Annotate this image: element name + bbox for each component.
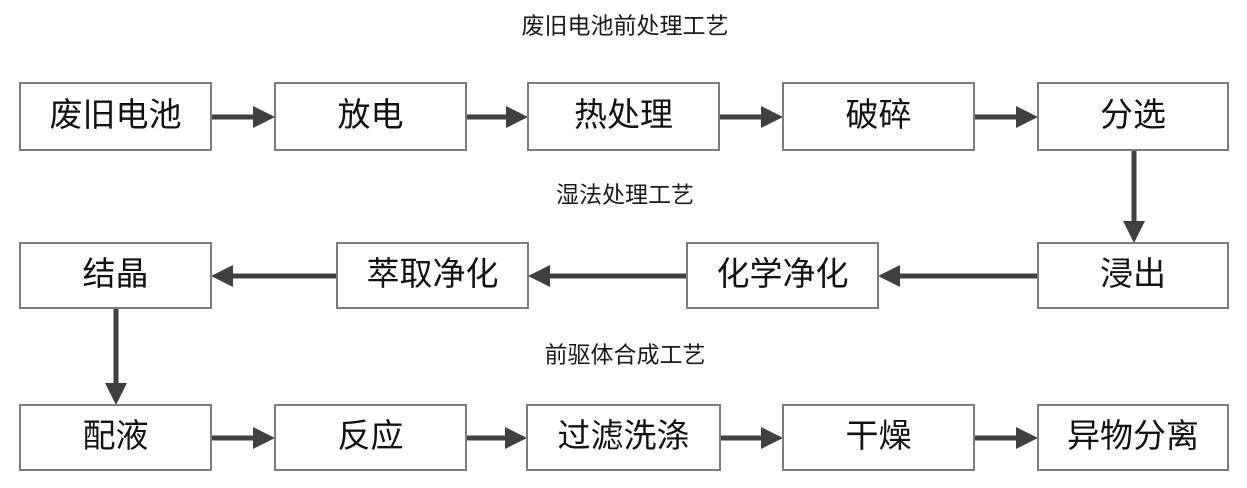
node-n11[interactable]: 反应	[274, 404, 467, 471]
node-box-n7[interactable]	[336, 242, 529, 309]
node-label-n11: 反应	[338, 418, 404, 455]
node-label-n6: 结晶	[83, 256, 149, 293]
node-n1[interactable]: 废旧电池	[19, 82, 212, 151]
section-title-pretreatment: 废旧电池前处理工艺	[522, 13, 729, 38]
node-n8[interactable]: 化学净化	[686, 242, 879, 309]
edge-n1-to-n2	[211, 106, 275, 128]
node-label-n14: 异物分离	[1067, 418, 1199, 455]
edge-n9-to-n8	[878, 265, 1038, 287]
edge-n7-to-n6	[211, 265, 337, 287]
node-box-n2[interactable]	[274, 82, 467, 151]
node-n12[interactable]: 过滤洗涤	[526, 404, 721, 471]
node-box-n4[interactable]	[782, 82, 975, 151]
node-n10[interactable]: 配液	[19, 404, 212, 471]
edge-n6-to-n10	[105, 308, 127, 405]
node-box-n1[interactable]	[19, 82, 212, 151]
edge-n10-to-n11	[211, 427, 275, 449]
edge-n4-to-n5	[974, 106, 1038, 128]
node-label-n2: 放电	[338, 97, 404, 134]
node-n4[interactable]: 破碎	[782, 82, 975, 151]
node-n13[interactable]: 干燥	[782, 404, 975, 471]
node-box-n5[interactable]	[1037, 82, 1229, 151]
node-label-n1: 废旧电池	[50, 97, 182, 134]
edge-n12-to-n13	[720, 427, 783, 449]
edges-layer	[105, 106, 1145, 449]
node-label-n4: 破碎	[846, 97, 912, 134]
node-n5[interactable]: 分选	[1037, 82, 1229, 151]
node-label-n5: 分选	[1100, 98, 1166, 134]
node-n7[interactable]: 萃取净化	[336, 242, 529, 309]
node-label-n13: 干燥	[846, 419, 912, 455]
node-box-n14[interactable]	[1037, 404, 1229, 471]
node-box-n13[interactable]	[782, 404, 975, 471]
edge-n13-to-n14	[974, 427, 1038, 449]
node-label-n8: 化学净化	[717, 256, 849, 293]
section-title-hydrometallurgy: 湿法处理工艺	[556, 182, 694, 207]
edge-n3-to-n4	[719, 106, 783, 128]
node-n9[interactable]: 浸出	[1037, 242, 1229, 309]
node-n3[interactable]: 热处理	[527, 82, 720, 151]
node-label-n3: 热处理	[574, 97, 673, 134]
node-label-n9: 浸出	[1100, 256, 1166, 293]
edge-n8-to-n7	[528, 265, 687, 287]
edge-n11-to-n12	[466, 427, 527, 449]
node-box-n12[interactable]	[526, 404, 721, 471]
edge-n5-to-n9	[1123, 150, 1145, 243]
node-label-n7: 萃取净化	[367, 256, 499, 293]
node-n2[interactable]: 放电	[274, 82, 467, 151]
edge-n2-to-n3	[466, 106, 528, 128]
node-n14[interactable]: 异物分离	[1037, 404, 1229, 471]
node-label-n10: 配液	[83, 418, 149, 455]
node-n6[interactable]: 结晶	[19, 242, 212, 309]
section-title-precursor: 前驱体合成工艺	[545, 342, 706, 367]
node-box-n6[interactable]	[19, 242, 212, 309]
node-box-n8[interactable]	[686, 242, 879, 309]
node-box-n3[interactable]	[527, 82, 720, 151]
node-label-n12: 过滤洗涤	[558, 418, 690, 455]
node-box-n11[interactable]	[274, 404, 467, 471]
node-box-n9[interactable]	[1037, 242, 1229, 309]
node-box-n10[interactable]	[19, 404, 212, 471]
